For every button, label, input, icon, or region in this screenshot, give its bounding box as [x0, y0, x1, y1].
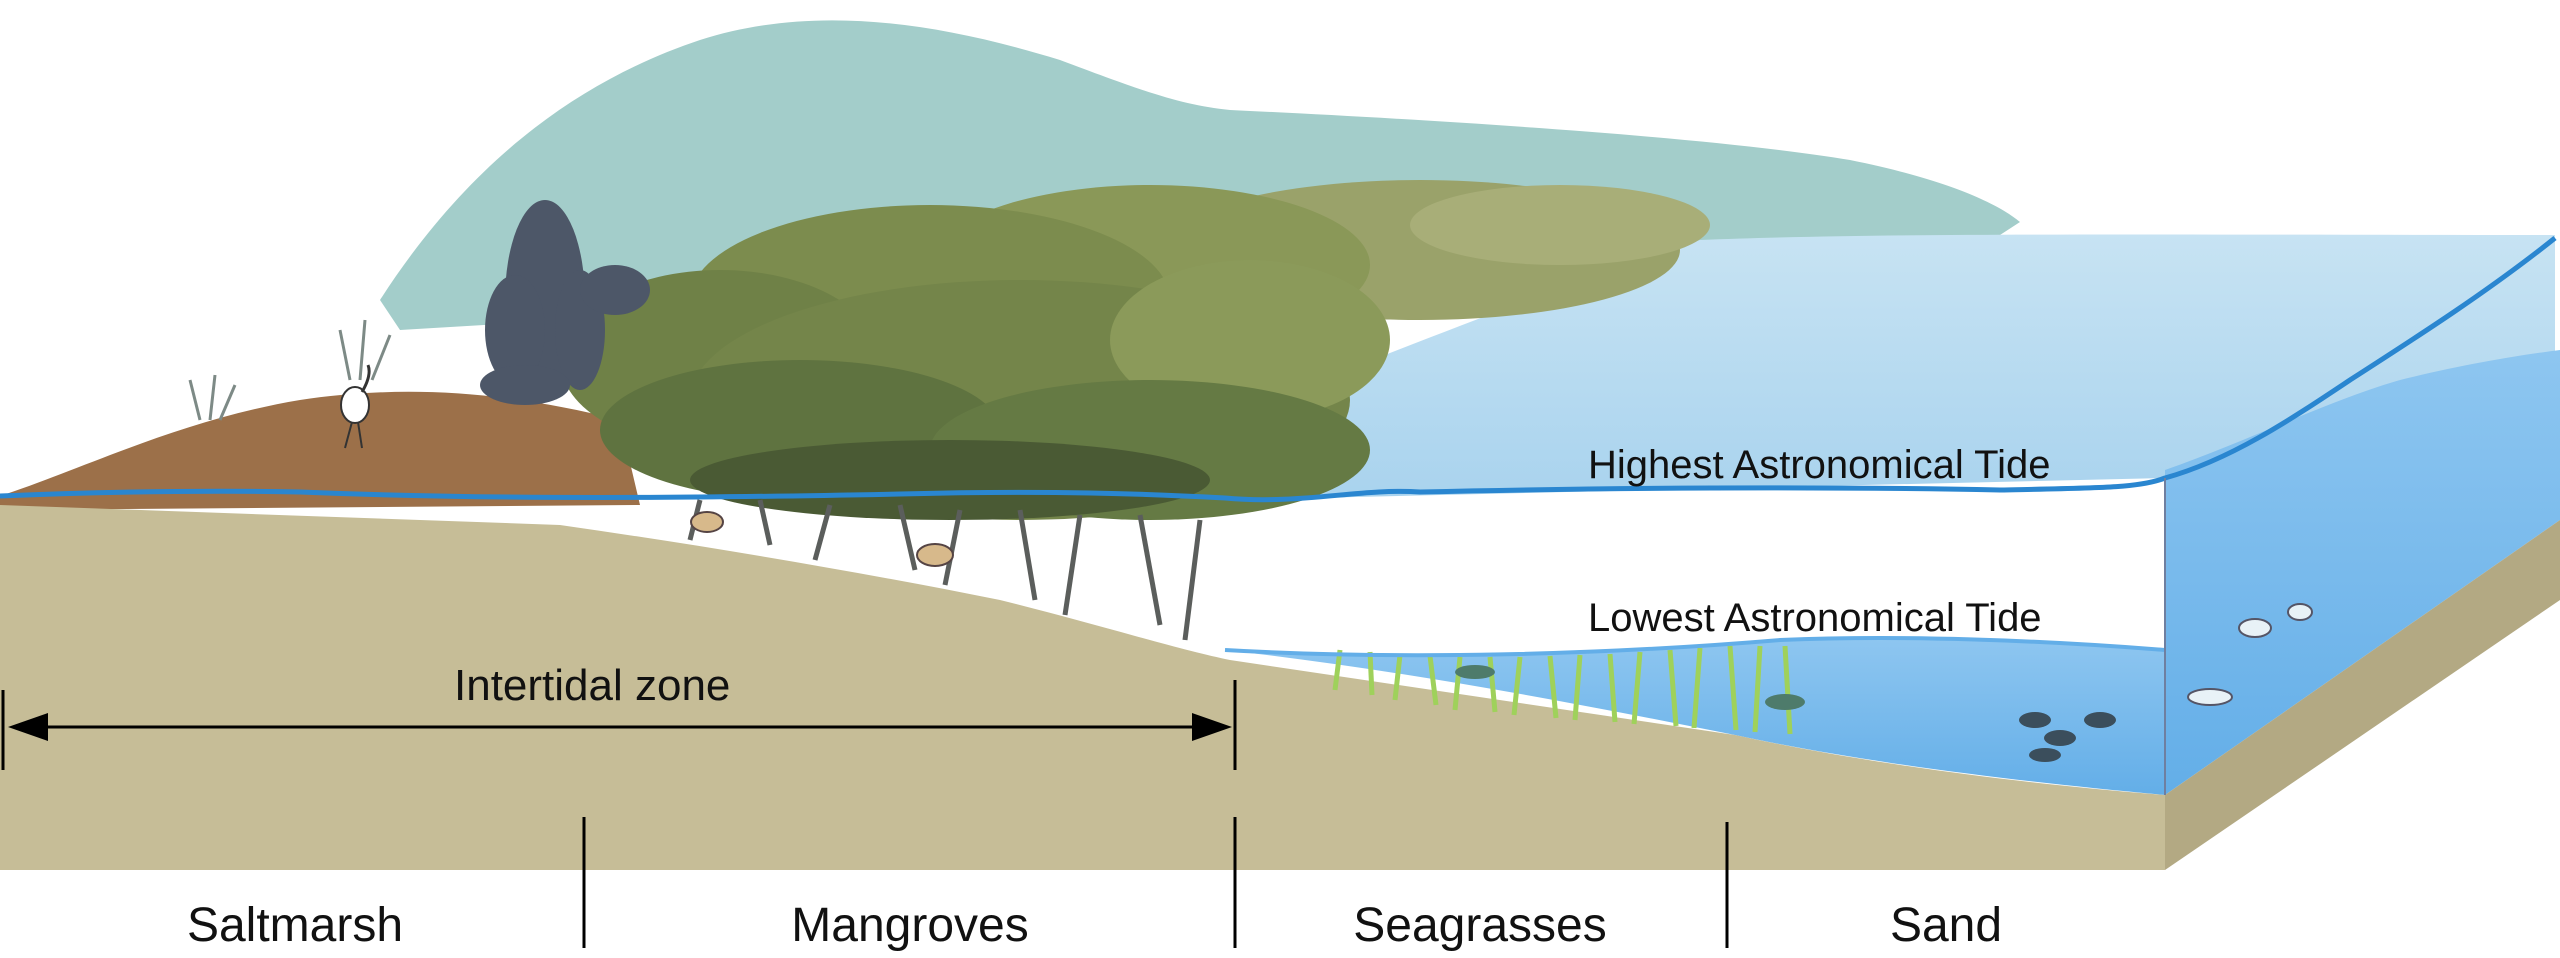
saltmarsh-shrubs: [480, 200, 650, 405]
grass-tufts: [188, 319, 392, 421]
mangrove-canopy: [560, 180, 1710, 520]
highest-tide-line: [0, 236, 2557, 503]
zone-label-sand: Sand: [1889, 899, 2003, 952]
fish-white: [2187, 603, 2313, 706]
saltmarsh-ground: [0, 391, 640, 510]
water-side-face: [2165, 350, 2560, 795]
zone-label-saltmarsh: Saltmarsh: [186, 899, 404, 952]
zone-dividers: [582, 817, 1729, 948]
lowest-tide-line: [1224, 636, 2166, 658]
lowest-tide-label: Lowest Astronomical Tide: [1588, 596, 2042, 640]
crabs: [690, 511, 954, 567]
zone-label-seagrasses: Seagrasses: [1353, 899, 1607, 952]
zone-label-mangroves: Mangroves: [791, 899, 1029, 952]
mangrove-roots: [687, 499, 1203, 641]
land-cross-section: [0, 505, 2165, 870]
fish-school: [1455, 665, 2116, 762]
intertidal-zone-label: Intertidal zone: [454, 661, 731, 710]
highest-tide-label: Highest Astronomical Tide: [1588, 443, 2051, 487]
seagrass-bed: [1332, 645, 1793, 735]
intertidal-arrow: [1, 680, 1237, 770]
egret: [340, 364, 371, 449]
land-side-face: [2165, 520, 2560, 870]
